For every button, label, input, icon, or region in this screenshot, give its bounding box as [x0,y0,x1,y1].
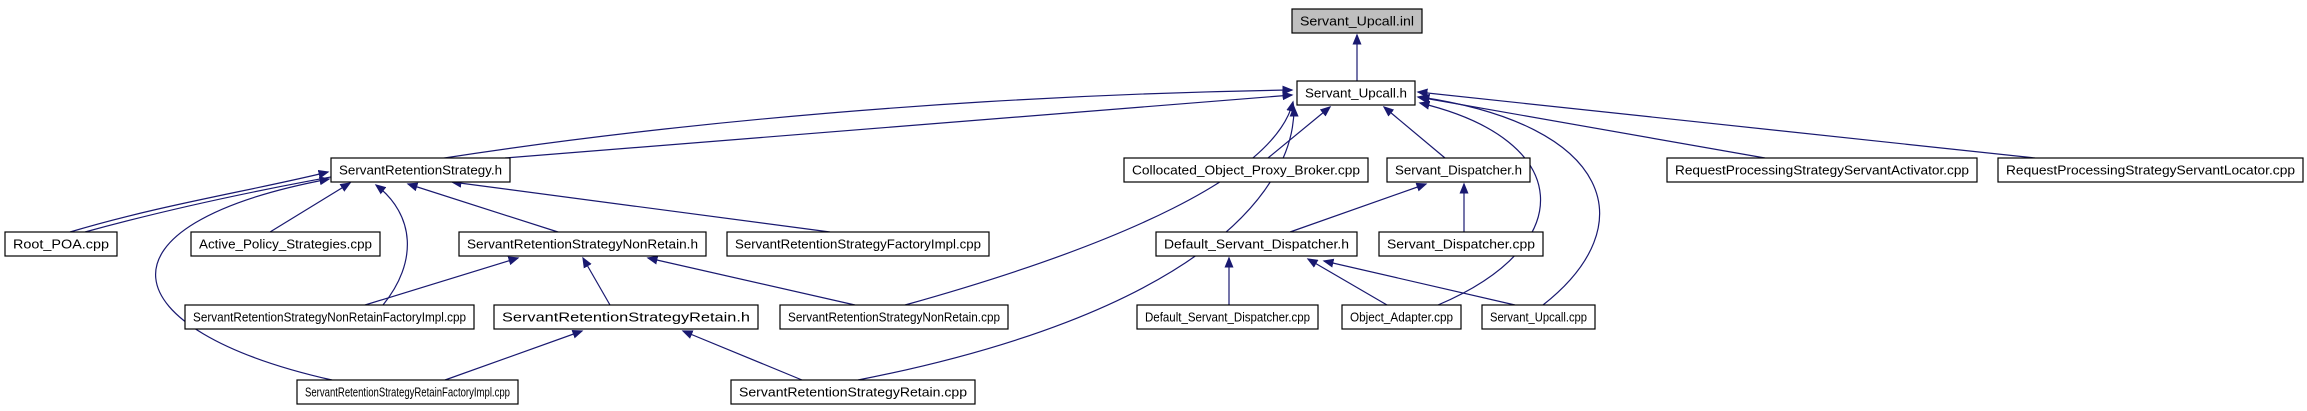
node-box[interactable] [190,231,381,257]
node-box[interactable] [1155,231,1358,257]
node-label-srsrh: ServantRetentionStrategyRetain.h [502,310,750,325]
node-box[interactable] [458,231,707,257]
node-label-srsrfi: ServantRetentionStrategyRetainFactoryImp… [305,385,510,400]
graph-node-sucpp[interactable]: Servant_Upcall.cpp [1481,304,1596,330]
node-box[interactable] [1291,8,1423,34]
graph-node-sdcpp[interactable]: Servant_Dispatcher.cpp [1378,231,1544,257]
node-label-dsdcpp: Default_Servant_Dispatcher.cpp [1145,310,1310,325]
include-edge-srsfi-to-srs [450,178,831,233]
graph-node-srsnrh[interactable]: ServantRetentionStrategyNonRetain.h [458,231,707,257]
node-label-srsnrfi: ServantRetentionStrategyNonRetainFactory… [193,310,466,325]
graph-node-srsrfi[interactable]: ServantRetentionStrategyRetainFactoryImp… [296,379,519,405]
include-edge-srsnrfi-to-srs [374,184,408,306]
graph-node-suh[interactable]: Servant_Upcall.h [1296,80,1416,106]
include-edge-srsrh-to-srsnrh [582,256,611,306]
node-label-inl: Servant_Upcall.inl [1300,14,1414,29]
graph-node-srsnrfi[interactable]: ServantRetentionStrategyNonRetainFactory… [184,304,475,330]
node-box[interactable] [1378,231,1544,257]
include-edge-srsrfi-to-srs [155,176,333,381]
include-edge-sucpp-to-dsdh [1322,258,1516,306]
node-box[interactable] [1481,304,1596,330]
include-edge-srsnrfi-to-srsnrh [364,256,520,306]
include-edge-oacpp-to-suh [1418,100,1542,306]
node-label-rpsa: RequestProcessingStrategyServantActivato… [1675,163,1969,178]
graph-node-sdh[interactable]: Servant_Dispatcher.h [1386,157,1531,183]
include-edge-aps-to-srs [269,182,352,233]
node-label-oacpp: Object_Adapter.cpp [1350,310,1453,325]
graph-node-rpsl[interactable]: RequestProcessingStrategyServantLocator.… [1997,157,2304,183]
node-label-sdcpp: Servant_Dispatcher.cpp [1387,237,1535,252]
node-box[interactable] [1341,304,1462,330]
include-edge-sdh-to-suh [1382,106,1446,159]
include-edge-srsnrh-to-srs [406,182,559,233]
graph-node-inl[interactable]: Servant_Upcall.inl [1291,8,1423,34]
graph-node-srsrcpp[interactable]: ServantRetentionStrategyRetain.cpp [730,379,976,405]
include-edge-srsnrcpp-to-suh [904,100,1296,306]
node-label-srsfi: ServantRetentionStrategyFactoryImpl.cpp [735,237,981,252]
graph-node-oacpp[interactable]: Object_Adapter.cpp [1341,304,1462,330]
graph-node-srs[interactable]: ServantRetentionStrategy.h [330,157,511,183]
node-label-suh: Servant_Upcall.h [1305,86,1407,101]
node-label-dsdh: Default_Servant_Dispatcher.h [1164,237,1349,252]
graph-node-rpsa[interactable]: RequestProcessingStrategyServantActivato… [1666,157,1978,183]
node-label-rootpoa: Root_POA.cpp [13,237,109,252]
node-box[interactable] [1386,157,1531,183]
node-label-srsnrcpp: ServantRetentionStrategyNonRetain.cpp [788,310,1000,325]
node-box[interactable] [730,379,976,405]
include-edge-srsrcpp-to-srsrh [681,330,803,381]
node-label-srs: ServantRetentionStrategy.h [339,163,502,178]
include-edge-rpsa-to-suh [1416,94,1766,159]
include-edge-rpsl-to-suh [1416,88,2036,159]
graph-node-dsdcpp[interactable]: Default_Servant_Dispatcher.cpp [1136,304,1319,330]
node-box[interactable] [1123,157,1369,183]
node-box[interactable] [1666,157,1978,183]
graph-node-aps[interactable]: Active_Policy_Strategies.cpp [190,231,381,257]
graph-node-rootpoa[interactable]: Root_POA.cpp [4,231,118,257]
include-edge-sucpp-to-suh [1418,93,1601,306]
include-edge-srsnrcpp-to-srsnrh [646,255,856,306]
graph-node-dsdh[interactable]: Default_Servant_Dispatcher.h [1155,231,1358,257]
include-edge-oacpp-to-dsdh [1306,258,1388,306]
node-box[interactable] [779,304,1009,330]
node-box[interactable] [1296,80,1416,106]
include-edge-srsrfi-to-srsrh [444,329,584,381]
graph-node-srsnrcpp[interactable]: ServantRetentionStrategyNonRetain.cpp [779,304,1009,330]
node-label-sdh: Servant_Dispatcher.h [1395,163,1522,178]
node-label-aps: Active_Policy_Strategies.cpp [199,237,372,252]
node-label-srsrcpp: ServantRetentionStrategyRetain.cpp [739,385,967,400]
node-box[interactable] [296,379,519,405]
node-label-sucpp: Servant_Upcall.cpp [1490,310,1587,325]
node-box[interactable] [184,304,475,330]
node-box[interactable] [726,231,990,257]
graph-node-colloc[interactable]: Collocated_Object_Proxy_Broker.cpp [1123,157,1369,183]
node-label-colloc: Collocated_Object_Proxy_Broker.cpp [1132,163,1360,178]
graph-node-srsrh[interactable]: ServantRetentionStrategyRetain.h [493,304,759,330]
node-box[interactable] [493,304,759,330]
include-edge-srs-to-suh [504,91,1294,159]
node-box[interactable] [330,157,511,183]
node-box[interactable] [1997,157,2304,183]
include-edge-rootpoa-to-suh [84,85,1294,233]
node-box[interactable] [4,231,118,257]
node-label-srsnrh: ServantRetentionStrategyNonRetain.h [467,237,698,252]
include-edge-colloc-to-suh [1267,106,1332,159]
node-label-rpsl: RequestProcessingStrategyServantLocator.… [2006,163,2295,178]
graph-node-srsfi[interactable]: ServantRetentionStrategyFactoryImpl.cpp [726,231,990,257]
include-edge-dsdh-to-sdh [1289,182,1428,233]
include-edge-rootpoa-to-srs [69,169,330,233]
node-box[interactable] [1136,304,1319,330]
